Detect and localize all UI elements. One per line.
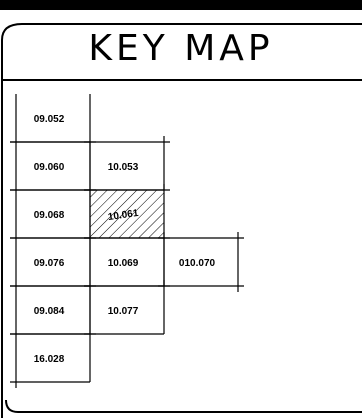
map-cell-16.028: 16.028: [10, 333, 96, 388]
frame-border: [1, 23, 362, 418]
map-cell-09.068: 09.068: [10, 189, 96, 239]
map-cell-label: 10.069: [108, 258, 139, 269]
map-cell-09.060: 09.060: [10, 141, 96, 191]
map-cell-label: 09.060: [34, 162, 65, 173]
map-cell-label: 10.053: [108, 162, 139, 173]
map-cell-label: 010.070: [179, 258, 216, 269]
top-border-bar: [0, 0, 362, 10]
map-cell-09.052: 09.052: [10, 94, 91, 143]
hatched-cell-fill: [90, 190, 164, 238]
map-cell-10.053: 10.053: [84, 136, 170, 191]
frame-bottom: [5, 399, 362, 413]
map-cell-label: 10.077: [108, 306, 139, 317]
map-cell-010.070: 010.070: [158, 232, 244, 292]
map-cell-09.076: 09.076: [10, 237, 96, 287]
map-cell-label: 09.068: [34, 210, 65, 221]
key-map-title: KEY MAP: [88, 28, 274, 69]
map-cell-label: 09.084: [34, 306, 65, 317]
map-cell-10.069: 10.069: [84, 232, 170, 287]
map-cell-label: 09.052: [34, 114, 65, 125]
map-cell-label: 09.076: [34, 258, 65, 269]
map-cell-10.061: 10.061: [84, 184, 170, 239]
map-cell-09.084: 09.084: [10, 285, 96, 335]
map-cell-10.077: 10.077: [84, 280, 170, 335]
key-map-grid: 09.052 09.060 10.053 09.068 10.061 09.076 10.0…: [10, 94, 244, 388]
map-cell-label: 10.061: [107, 208, 139, 223]
map-cell-label: 16.028: [34, 354, 65, 365]
